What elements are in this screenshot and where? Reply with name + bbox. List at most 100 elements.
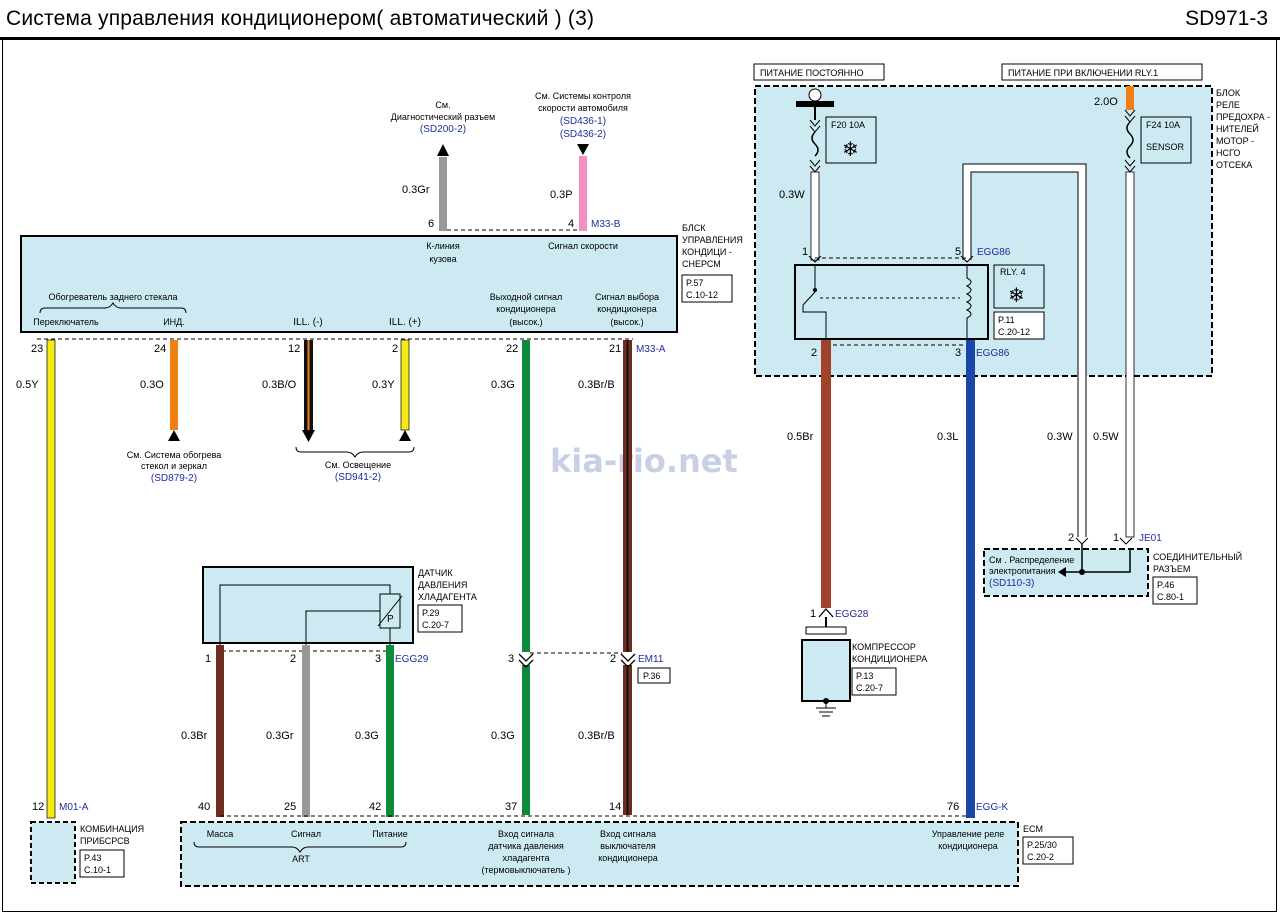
sensor-inner-line-1 xyxy=(219,584,391,645)
compressor-label: КОМПРЕССОР КОНДИЦИОНЕРА P.13 C.20-7 xyxy=(851,642,927,696)
svg-text:P.46: P.46 xyxy=(1157,580,1174,590)
fuse-f20-box xyxy=(825,116,877,164)
svg-text:УПРАВЛЕНИЯ: УПРАВЛЕНИЯ xyxy=(682,235,743,245)
wire-green-03g-upper xyxy=(522,340,530,652)
fuse-box-label: БЛОК РЕЛЕ ПРЕДОХРА - НИТЕЛЕЙ МОТОР - НСГ… xyxy=(1216,88,1270,170)
relay-snowflake-icon: ❄ xyxy=(1008,285,1025,307)
ecm-power-label: Питание xyxy=(372,829,408,839)
output-signal-label: Выходной сигнал xyxy=(490,292,562,302)
svg-text:(SD941-2): (SD941-2) xyxy=(335,472,381,483)
ecm-side-label: ECM P.25/30 C.20-2 xyxy=(1022,824,1074,865)
svg-text:См . Распределение: См . Распределение xyxy=(989,555,1074,565)
svg-text:P.43: P.43 xyxy=(84,853,101,863)
wire-label-03g-lower: 0.3G xyxy=(491,730,515,742)
ecm-pin-42: 42 xyxy=(369,801,381,813)
wire-label-03gr: 0.3Gr xyxy=(266,730,294,742)
header: Система управления кондиционером( автома… xyxy=(0,0,1280,40)
svg-text:РАЗЪЕМ: РАЗЪЕМ xyxy=(1153,564,1190,574)
wire-label-05y: 0.5Y xyxy=(16,379,39,391)
pin-4: 4 xyxy=(568,218,574,230)
sensor-pin-3: 3 xyxy=(375,653,381,665)
diag-arrow-icon xyxy=(437,144,449,156)
mirror-heat-ref: См. Система обогрева стекол и зеркал (SD… xyxy=(127,450,222,484)
wire-label-03gr-top: 0.3Gr xyxy=(402,184,430,196)
speed-signal-label: Сигнал скорости xyxy=(548,241,618,251)
pin-23: 23 xyxy=(31,343,43,355)
control-unit-box xyxy=(20,235,678,333)
relay-page: P.11 xyxy=(998,315,1015,325)
fuse-f24-box xyxy=(1140,116,1192,164)
svg-text:КОМБИНАЦИЯ: КОМБИНАЦИЯ xyxy=(80,824,144,834)
svg-text:БЛСК: БЛСК xyxy=(682,223,706,233)
wire-brown-03br xyxy=(216,645,224,817)
svg-text:НСГО: НСГО xyxy=(1216,148,1240,158)
relay-pin-1: 1 xyxy=(802,246,808,258)
wire-pink-top xyxy=(579,156,587,231)
ind-label: ИНД. xyxy=(163,317,185,327)
compressor-pin-1: 1 xyxy=(810,608,816,620)
diag-connector-ref: См. Диагностический разъем (SD200-2) xyxy=(391,100,495,135)
speed-arrow-icon xyxy=(577,144,589,155)
wire-label-03l: 0.3L xyxy=(937,431,958,443)
relay-connector-bottom: EGG86 xyxy=(976,348,1010,359)
power-terminal-icon xyxy=(808,88,822,102)
relay-connector-top: EGG86 xyxy=(977,247,1011,258)
svg-text:ECM: ECM xyxy=(1023,824,1043,834)
wire-label-05w: 0.5W xyxy=(1093,431,1119,443)
svg-text:См. Системы контроля: См. Системы контроля xyxy=(535,91,631,101)
diagram-frame xyxy=(2,40,1277,912)
ecm-pin-37: 37 xyxy=(505,801,517,813)
light-arrow-down-icon xyxy=(302,430,315,442)
ecm-signal-label: Сигнал xyxy=(291,829,321,839)
em11-pin-3: 3 xyxy=(508,653,514,665)
wire-label-03br: 0.3Br xyxy=(181,730,208,742)
wire-brown-05br xyxy=(821,340,831,608)
select-signal-label: Сигнал выбора xyxy=(595,292,659,302)
ecm-art-label: ART xyxy=(292,854,310,864)
svg-text:кондиционера: кондиционера xyxy=(597,304,656,314)
page-title: Система управления кондиционером( автома… xyxy=(6,7,595,30)
svg-text:P.13: P.13 xyxy=(856,671,873,681)
ground-icon xyxy=(816,701,836,717)
svg-text:стекол и зеркал: стекол и зеркал xyxy=(141,461,207,471)
svg-text:датчика давления: датчика давления xyxy=(488,841,564,851)
art-brace xyxy=(193,841,407,853)
relay-pin-3: 3 xyxy=(955,347,961,359)
cluster-pin-12: 12 xyxy=(32,801,44,813)
wire-label-05br: 0.5Br xyxy=(787,431,814,443)
power-distribution-ref: См . Распределение электропитания (SD110… xyxy=(989,555,1074,589)
wire-green-03g-lower xyxy=(522,665,530,815)
snowflake-icon: ❄ xyxy=(842,139,859,161)
ecm-switch-input-label: Вход сигнала выключателя кондиционера xyxy=(598,829,657,863)
svg-text:МОТОР -: МОТОР - xyxy=(1216,136,1254,146)
ecm-pin-76: 76 xyxy=(947,801,959,813)
svg-text:(SD436-1): (SD436-1) xyxy=(560,116,606,127)
svg-text:См. Система обогрева: См. Система обогрева xyxy=(127,450,222,460)
wire-label-03y: 0.3Y xyxy=(372,379,395,391)
rear-heater-brace xyxy=(39,302,187,314)
wire-orange-03o xyxy=(170,340,178,430)
ecm-connector-eggk: EGG-K xyxy=(976,802,1009,813)
svg-text:См. Освещение: См. Освещение xyxy=(325,460,391,470)
wire-gray-03gr xyxy=(302,645,310,817)
pin-22: 22 xyxy=(506,343,518,355)
light-arrow-up-icon xyxy=(399,430,411,441)
relay-switch-icon xyxy=(802,265,827,340)
svg-text:(SD879-2): (SD879-2) xyxy=(151,473,197,484)
svg-text:КОНДИЦИОНЕРА: КОНДИЦИОНЕРА xyxy=(852,654,927,664)
svg-text:НИТЕЛЕЙ: НИТЕЛЕЙ xyxy=(1216,123,1259,134)
fuse-f20-label: F20 10A xyxy=(831,120,865,130)
pin-24: 24 xyxy=(154,343,166,355)
svg-text:C.20-7: C.20-7 xyxy=(856,683,883,693)
ecm-massa-label: Масса xyxy=(207,829,234,839)
svg-text:C.20-2: C.20-2 xyxy=(1027,852,1054,862)
wire-yellow-05y xyxy=(46,339,56,819)
svg-text:(SD110-3): (SD110-3) xyxy=(989,578,1034,589)
svg-text:электропитания: электропитания xyxy=(989,566,1056,576)
svg-text:(SD436-2): (SD436-2) xyxy=(560,129,606,140)
svg-text:Диагностический разъем: Диагностический разъем xyxy=(391,112,495,122)
svg-text:ОТСЕКА: ОТСЕКА xyxy=(1216,160,1252,170)
svg-text:P.25/30: P.25/30 xyxy=(1027,840,1057,850)
joint-arrow-icon xyxy=(1058,567,1066,577)
